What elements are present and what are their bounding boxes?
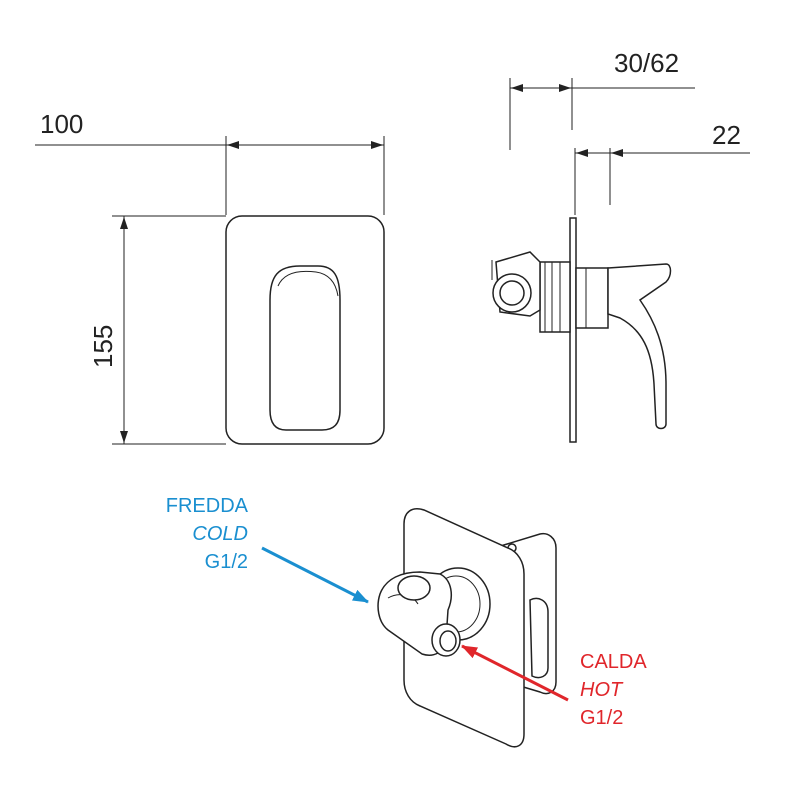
inlet-hole-side (499, 280, 525, 306)
hot-callout: CALDA HOT G1/2 (580, 651, 647, 729)
cold-label-en: COLD (192, 523, 248, 545)
lever-side (607, 263, 672, 430)
hot-label-it: CALDA (580, 651, 647, 673)
height-dimension-label: 155 (88, 325, 118, 368)
plate-side (569, 217, 577, 443)
depth-dimension-label: 30/62 (614, 48, 679, 78)
flange-side (575, 267, 609, 329)
iso-top-cap (397, 575, 431, 601)
lever-front (269, 265, 341, 431)
offset-dimension-label: 22 (712, 120, 741, 150)
hot-label-en: HOT (580, 679, 624, 701)
cold-label-it: FREDDA (166, 495, 249, 517)
front-view: 100 155 (35, 109, 385, 445)
isometric-view (261, 508, 569, 748)
side-view: 30/62 22 (491, 48, 750, 443)
width-dimension-label: 100 (40, 109, 83, 139)
cold-callout: FREDDA COLD G1/2 (166, 495, 249, 573)
cold-arrow (261, 546, 369, 604)
lever-highlight (277, 270, 339, 297)
cold-thread: G1/2 (205, 551, 248, 573)
iso-lever (529, 597, 549, 679)
hot-arrow (461, 644, 569, 702)
iso-hot-hole (439, 630, 457, 652)
hot-thread: G1/2 (580, 707, 623, 729)
